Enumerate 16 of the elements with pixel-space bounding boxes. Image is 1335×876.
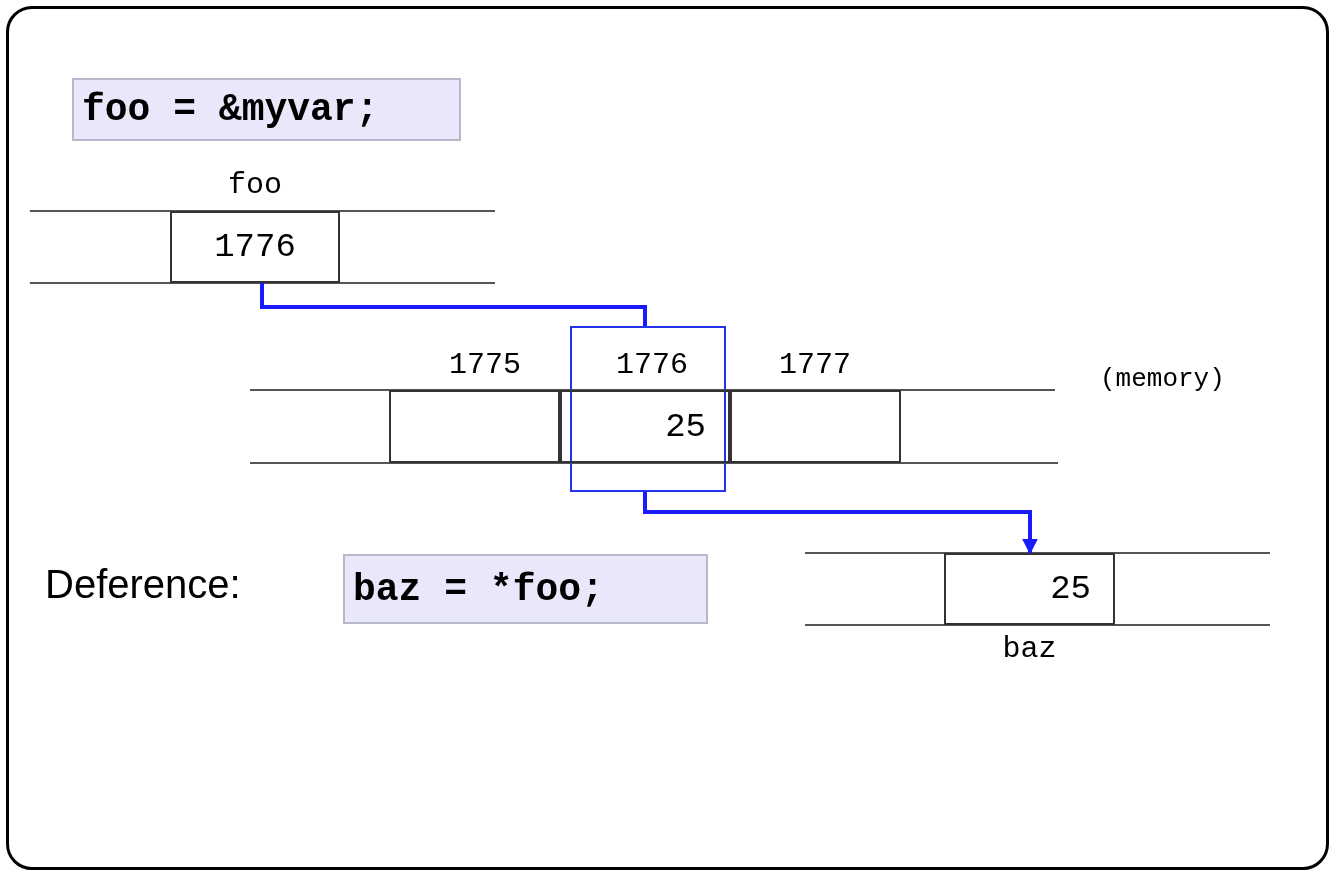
highlight-box xyxy=(570,326,726,492)
memory-cell xyxy=(730,390,901,463)
code-box: baz = *foo; xyxy=(343,554,708,624)
variable-name: baz xyxy=(1001,632,1058,666)
connector-arrow xyxy=(643,492,1038,555)
annotation-label: (memory) xyxy=(1100,364,1225,394)
memory-cell: 25 xyxy=(944,553,1115,625)
memory-cell: 1776 xyxy=(170,211,340,283)
memory-cell xyxy=(389,390,560,463)
caption-label: Deference: xyxy=(45,562,241,607)
address-label: 1776 xyxy=(615,348,689,382)
address-label: 1777 xyxy=(778,348,852,382)
memory-cell: 25 xyxy=(560,390,730,463)
variable-name: foo xyxy=(227,168,283,202)
address-label: 1775 xyxy=(448,348,522,382)
code-box: foo = &myvar; xyxy=(72,78,461,141)
